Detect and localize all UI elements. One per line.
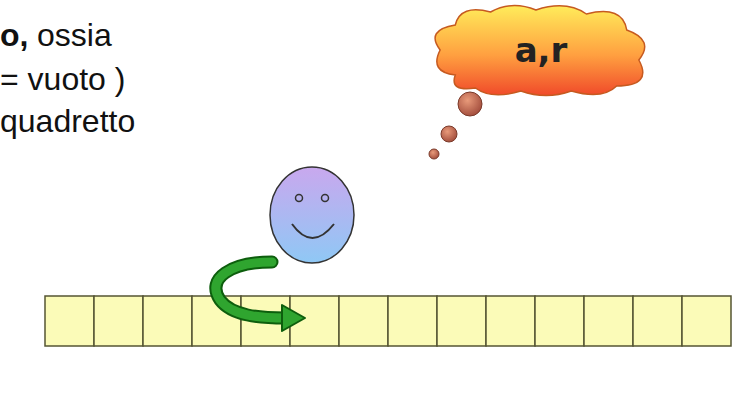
slide-text: = vuoto ) bbox=[0, 62, 125, 97]
tape-cell bbox=[682, 296, 731, 346]
tape-cell bbox=[486, 296, 535, 346]
thought-text: a,r bbox=[515, 30, 568, 70]
tape-cell bbox=[94, 296, 143, 346]
thought-cloud: a,r bbox=[425, 0, 657, 100]
tape-cell bbox=[143, 296, 192, 346]
tape-cell bbox=[45, 296, 94, 346]
tape-cell bbox=[633, 296, 682, 346]
thought-bubbles bbox=[429, 92, 482, 159]
tape-cell bbox=[437, 296, 486, 346]
tape-cell bbox=[535, 296, 584, 346]
slide-text: ossia bbox=[37, 18, 112, 53]
tape bbox=[45, 296, 731, 346]
tape-cell bbox=[339, 296, 388, 346]
move-arrow bbox=[216, 262, 305, 331]
slide-text: o, bbox=[0, 18, 28, 53]
tape-cell bbox=[388, 296, 437, 346]
slide-text: quadretto bbox=[0, 104, 135, 139]
tape-cell bbox=[584, 296, 633, 346]
smiley-head bbox=[270, 167, 354, 263]
